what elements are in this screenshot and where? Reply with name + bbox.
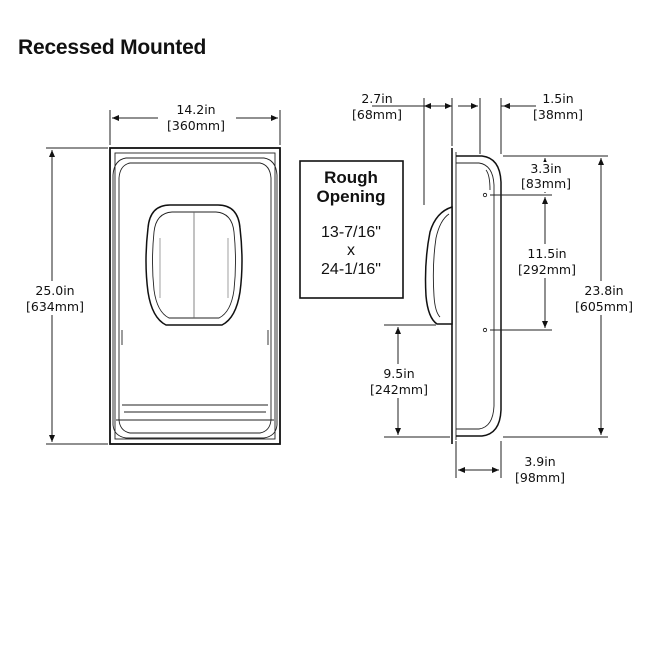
- recess-box-profile: [456, 155, 502, 437]
- recess-tray-inner: [118, 162, 272, 434]
- page-title: Recessed Mounted: [18, 36, 207, 59]
- rough-opening-width: 13-7/16": [321, 224, 381, 241]
- width-in-label: 14.2in: [176, 102, 215, 117]
- bottom-height-mm-label: [242mm]: [370, 382, 428, 397]
- total-depth-mm-label: [68mm]: [352, 107, 402, 122]
- rough-opening-times: x: [347, 242, 355, 259]
- height-in-label: 25.0in: [35, 283, 74, 298]
- rough-opening-box: Rough Opening 13-7/16" x 24-1/16": [299, 160, 404, 299]
- total-depth-in-label: 2.7in: [361, 91, 392, 106]
- mounting-hole-top: [482, 192, 488, 198]
- rough-opening-height: 24-1/16": [321, 261, 381, 278]
- front-depth-mm-label: [38mm]: [533, 107, 583, 122]
- hole-spacing-mm-label: [292mm]: [518, 262, 576, 277]
- mounting-hole-bottom: [482, 327, 488, 333]
- recess-depth-in-label: 3.9in: [524, 454, 555, 469]
- top-offset-in-label: 3.3in: [530, 161, 561, 176]
- height-mm-label: [634mm]: [26, 299, 84, 314]
- side-height-mm-label: [605mm]: [575, 299, 633, 314]
- width-mm-label: [360mm]: [167, 118, 225, 133]
- rough-opening-heading-2: Opening: [317, 187, 386, 206]
- recess-tray-edge: [112, 157, 278, 439]
- front-depth-in-label: 1.5in: [542, 91, 573, 106]
- recess-frame-inner: [114, 152, 276, 440]
- front-view: 14.2in [360mm] 25.0in [634mm]: [22, 99, 281, 445]
- hand-dryer-side: [424, 205, 453, 325]
- hole-spacing-in-label: 11.5in: [527, 246, 566, 261]
- bottom-height-in-label: 9.5in: [383, 366, 414, 381]
- side-height-in-label: 23.8in: [584, 283, 623, 298]
- recess-depth-mm-label: [98mm]: [515, 470, 565, 485]
- side-view: 2.7in [68mm] 1.5in [38mm] 3.3in [83mm] 1…: [352, 91, 638, 485]
- top-offset-mm-label: [83mm]: [521, 176, 571, 191]
- rough-opening-heading-1: Rough: [324, 168, 378, 187]
- hand-dryer-front: [145, 204, 243, 326]
